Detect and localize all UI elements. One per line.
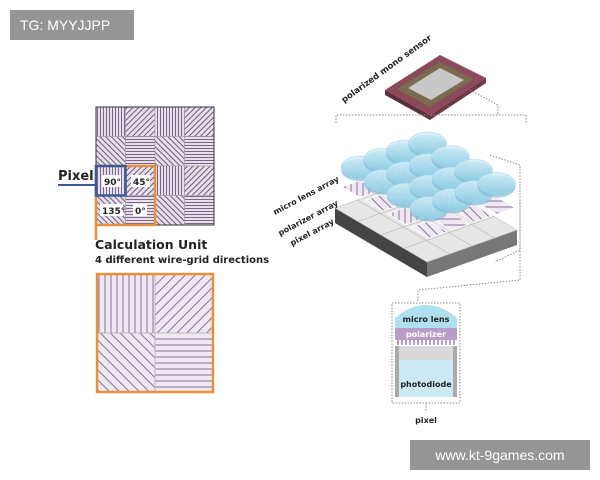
wire-grid-tooth [425,340,427,345]
grid-cell [154,195,185,226]
wire-grid-tooth [445,340,447,345]
micro-lens [477,172,516,195]
wire-grid-tooth [397,340,399,345]
grid-cell [184,165,215,196]
wire-grid-tooth [421,340,423,345]
grid-cell [184,195,215,226]
grid-cell [95,136,126,167]
grid-cell [154,165,185,196]
wire-grid-tooth [437,340,439,345]
dotted-leaders [335,89,527,302]
wire-grid-tooth [413,340,415,345]
wire-grid-tooth [449,340,451,345]
grid-cell [125,106,156,137]
wire-grid-tooth [429,340,431,345]
angle-0: 0° [135,207,146,217]
wire-grid-tooth [401,340,403,345]
grid-cell [154,136,185,167]
polarizer-grid [95,106,215,226]
wire-grid-tooth [453,340,455,345]
watermark-bottom-right: www.kt-9games.com [410,440,590,470]
pixel-cross-section: micro lens polarizer photodiode pixel [391,302,461,425]
grid-cell [154,106,185,137]
grid-cell [184,136,215,167]
angle-90: 90° [104,178,121,188]
wire-grid-tooth [409,340,411,345]
grid-cell [125,195,156,226]
wire-grid-tooth [433,340,435,345]
pixel-box [94,164,127,197]
cs-polarizer: polarizer [406,330,446,339]
grid-cell [95,106,126,137]
wire-grid-tooth [405,340,407,345]
wire-grid-tooth [441,340,443,345]
cs-photodiode: photodiode [400,380,452,389]
watermark-top-left: TG: MYYJJPP [10,10,134,40]
sensor-chip [385,55,486,120]
cs-caption: pixel [415,416,437,425]
micro-lens-array [340,131,516,222]
grid-cell [184,106,215,137]
polarizer-cell [409,220,449,239]
calc-unit-subtitle: 4 different wire-grid directions [95,255,269,266]
calc-unit-title: Calculation Unit [95,237,207,252]
pixel-cell [470,216,518,239]
angle-45: 45° [133,178,150,188]
cs-micro-lens: micro lens [403,315,450,324]
grid-cell [125,136,156,167]
wire-grid-tooth [417,340,419,345]
angle-135: 135° [102,207,125,217]
pixel-label: Pixel [58,169,94,184]
calculation-unit-enlarged [95,272,215,394]
